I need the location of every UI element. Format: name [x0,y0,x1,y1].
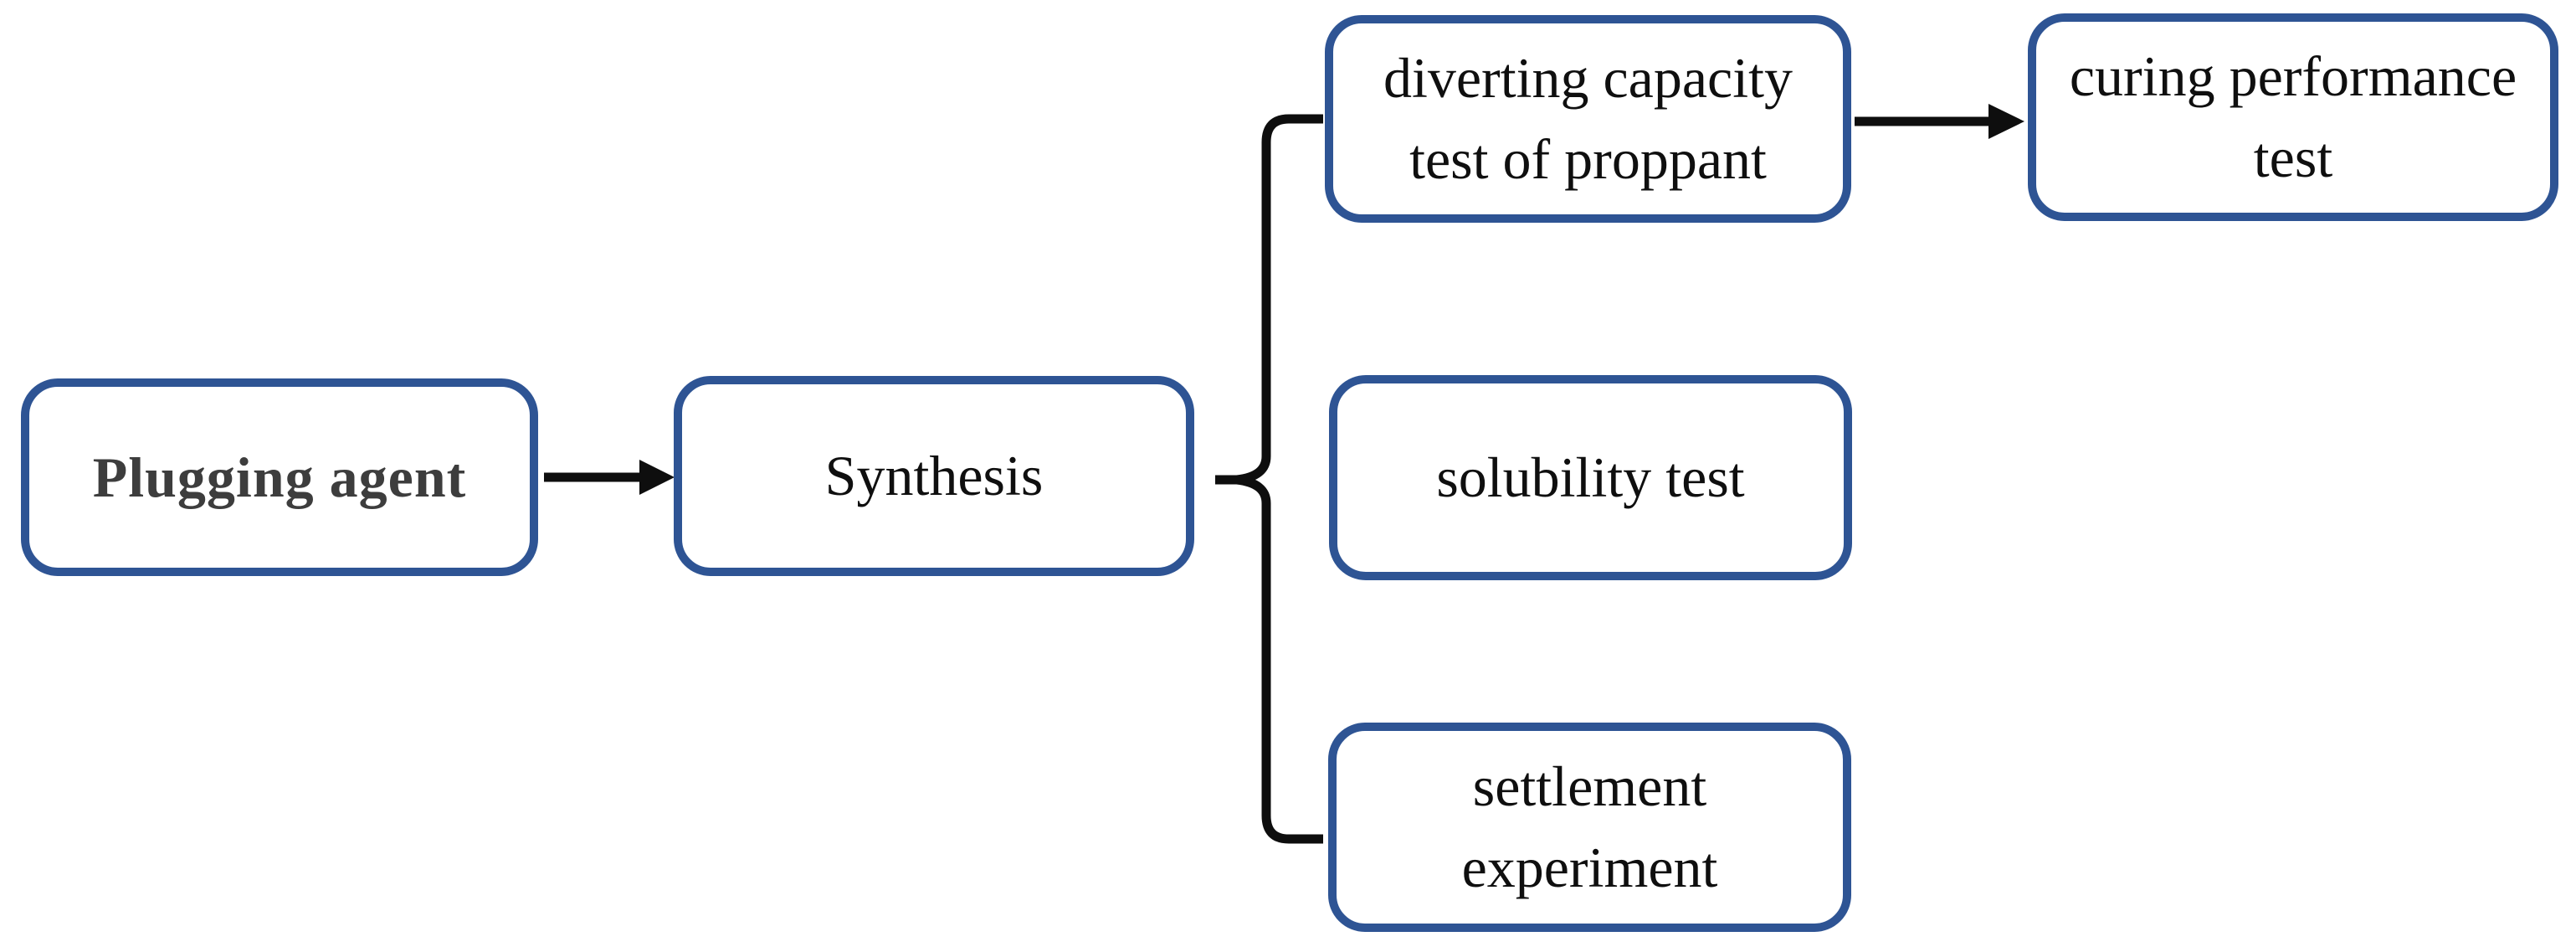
node-label-line1: curing performance [2069,44,2517,108]
node-label-line2: test [2253,126,2333,189]
node-label-line2: test of proppant [1409,127,1767,191]
node-label: solubility test [1436,445,1745,509]
node-label-line1: settlement [1472,754,1707,818]
node-curing-performance-test: curing performance test [2028,13,2558,221]
node-diverting-capacity-test: diverting capacity test of proppant [1325,15,1851,223]
node-label-line2: experiment [1461,836,1718,899]
node-plugging-agent: Plugging agent [21,378,538,576]
brace-synthesis-to-tests [1215,114,1323,844]
node-label: Synthesis [824,444,1044,507]
node-label: Plugging agent [92,445,467,509]
node-settlement-experiment: settlement experiment [1328,723,1851,932]
node-synthesis: Synthesis [674,376,1194,576]
arrow-diverting-to-curing [1855,104,2024,139]
arrow-plugging-to-synthesis [544,460,675,495]
node-solubility-test: solubility test [1329,375,1852,580]
node-label-line1: diverting capacity [1383,46,1793,110]
